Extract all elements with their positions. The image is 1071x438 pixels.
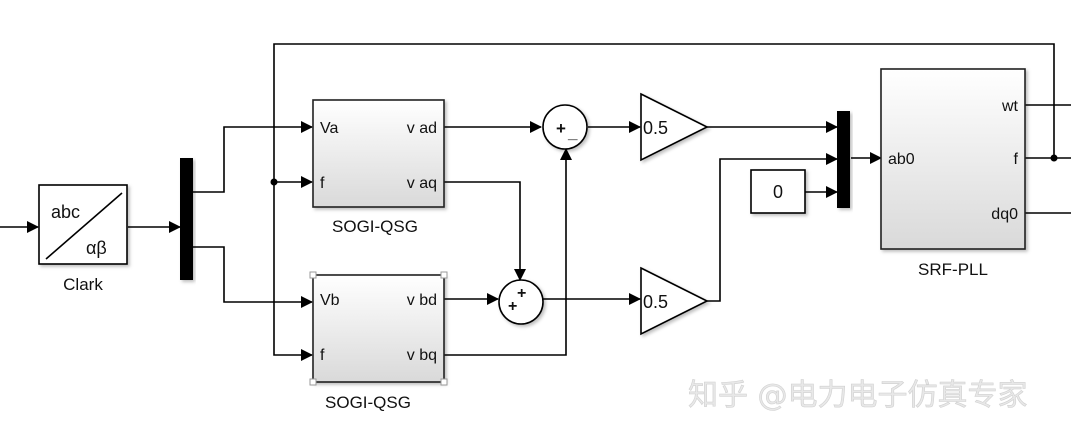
wire-demux-vb[interactable] <box>193 246 313 308</box>
wire-vaq-sum-b[interactable] <box>444 181 526 281</box>
srf-pll-block[interactable]: ab0 wt f dq0 <box>880 68 1026 250</box>
demux-block[interactable] <box>180 158 193 280</box>
sogi-b-output-vbq: v bq <box>407 347 437 364</box>
pll-output-wt: wt <box>1001 98 1019 115</box>
selection-handle[interactable] <box>309 378 317 386</box>
sum-b-plus-sign: + <box>508 298 517 315</box>
sogi-b-output-vbd: v bd <box>407 292 437 309</box>
branch-point <box>270 178 278 186</box>
gain-b-block[interactable]: 0.5 <box>640 266 709 336</box>
sogi-b-input-vb: Vb <box>320 292 340 309</box>
gain-a-block[interactable]: 0.5 <box>640 92 709 162</box>
selection-handle[interactable] <box>309 271 317 279</box>
wire-f-feedback[interactable] <box>273 43 1055 361</box>
clark-abc-text: abc <box>51 202 80 222</box>
clark-label: Clark <box>63 275 103 294</box>
sogi-a-output-vad: v ad <box>407 120 437 137</box>
mux-block[interactable] <box>837 111 850 208</box>
wire-gain-b-mux[interactable] <box>707 153 838 302</box>
pll-output-f: f <box>1014 151 1019 168</box>
sogi-a-input-f: f <box>320 175 325 192</box>
sogi-qsg-b-block[interactable]: Vb f v bd v bq <box>309 271 448 386</box>
clark-alphabeta-text: αβ <box>86 238 107 258</box>
clark-block[interactable]: abc αβ <box>38 184 128 265</box>
watermark-text: 知乎 @电力电子仿真专家 <box>688 378 1028 413</box>
sogi-b-label: SOGI-QSG <box>325 393 411 412</box>
wire-demux-va[interactable] <box>193 121 313 193</box>
constant-value: 0 <box>773 182 783 202</box>
gain-a-value: 0.5 <box>643 118 668 138</box>
gain-b-value: 0.5 <box>643 292 668 312</box>
selection-handle[interactable] <box>440 271 448 279</box>
constant-block[interactable]: 0 <box>750 169 806 214</box>
wire-vbq-sum-a[interactable] <box>444 148 572 356</box>
sum-a-plus-sign: + <box>556 119 566 138</box>
sogi-a-label: SOGI-QSG <box>332 217 418 236</box>
srf-pll-label: SRF-PLL <box>918 260 988 279</box>
sum-b-block[interactable]: + + <box>498 279 544 325</box>
branch-point <box>1050 154 1058 162</box>
sogi-qsg-a-block[interactable]: Va f v ad v aq <box>312 99 445 208</box>
pll-input-ab0: ab0 <box>888 151 915 168</box>
sogi-a-output-vaq: v aq <box>407 175 437 192</box>
pll-output-dq0: dq0 <box>991 206 1018 223</box>
sogi-b-input-f: f <box>320 347 325 364</box>
sum-a-minus-sign: _ <box>567 123 578 142</box>
sogi-a-input-va: Va <box>320 120 338 137</box>
sum-a-block[interactable]: + _ <box>542 104 588 150</box>
selection-handle[interactable] <box>440 378 448 386</box>
sum-b-plus-sign-upper: + <box>517 285 526 302</box>
